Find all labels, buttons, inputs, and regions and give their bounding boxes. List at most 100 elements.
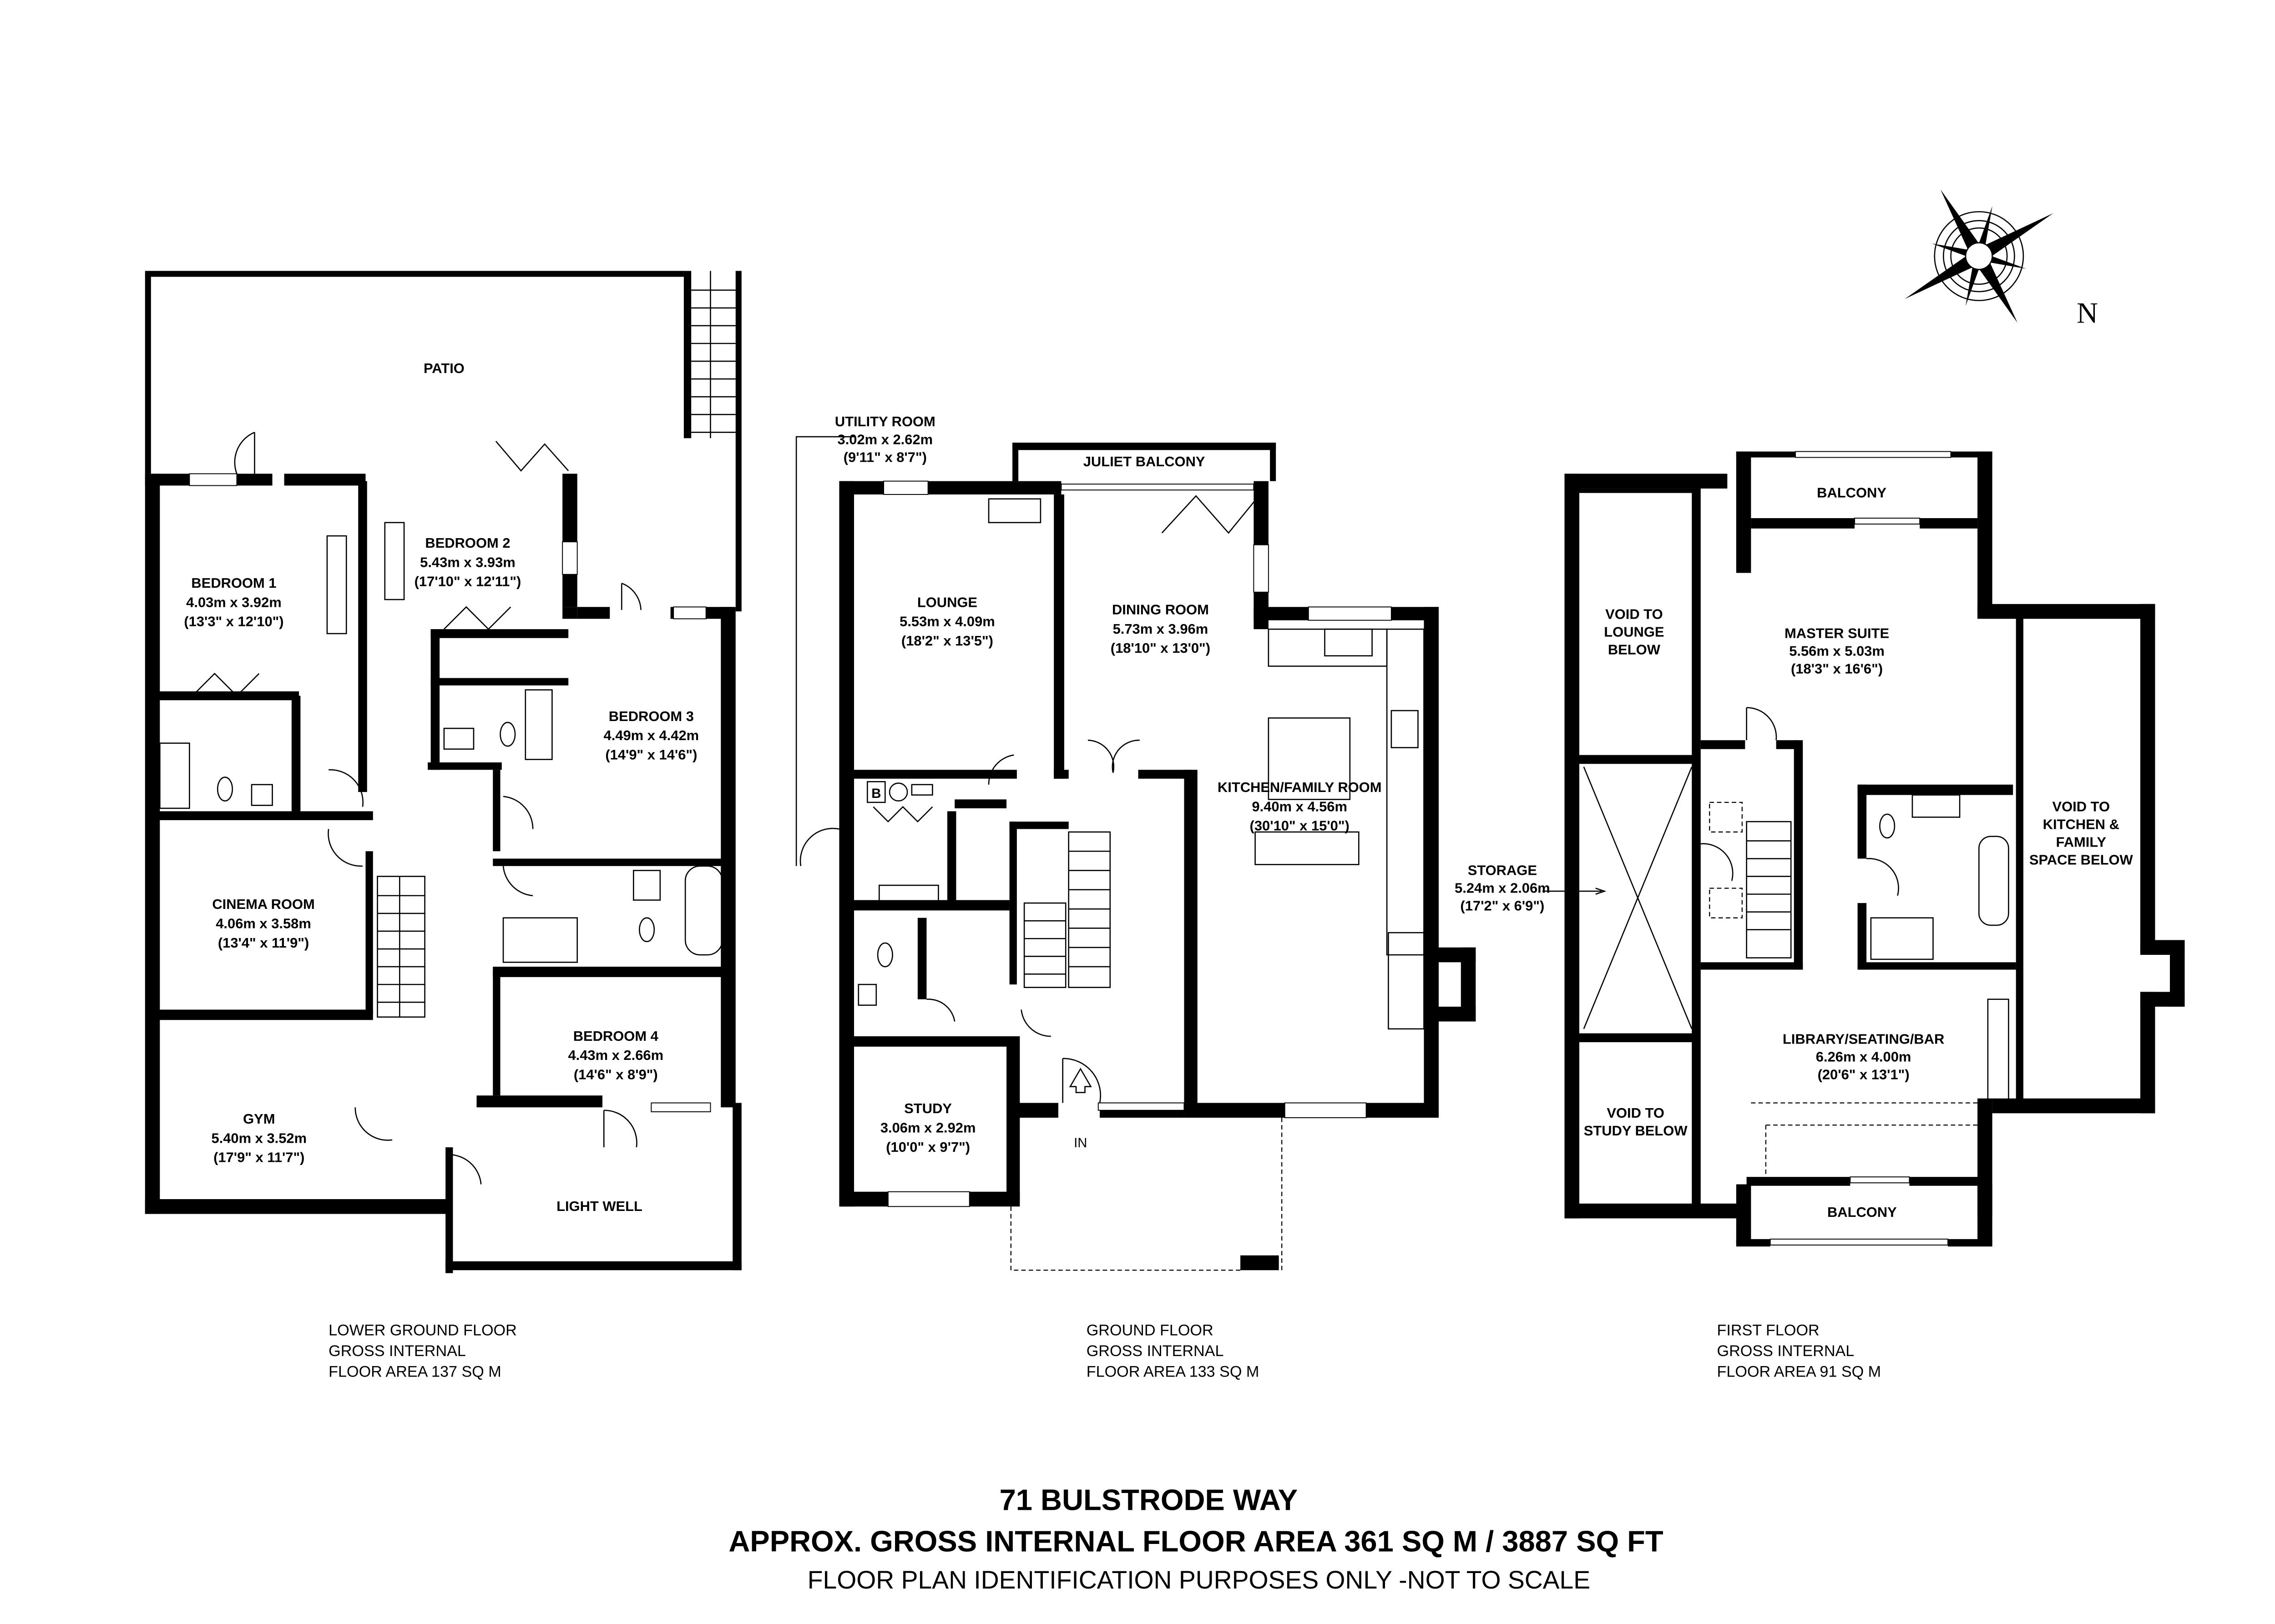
- window-icon: [651, 1102, 711, 1112]
- boiler-label: B: [871, 786, 881, 801]
- entrance-label: IN: [1074, 1135, 1087, 1150]
- total-area: APPROX. GROSS INTERNAL FLOOR AREA 361 SQ…: [728, 1525, 1663, 1558]
- property-title: 71 BULSTRODE WAY: [1000, 1483, 1298, 1516]
- bath-icon: [1978, 836, 2009, 926]
- window-icon: [673, 606, 707, 620]
- ground-floor-plan: IN B UTILITY R: [795, 414, 1607, 1381]
- window-icon: [1795, 451, 1951, 458]
- svg-text:BEDROOM 2: BEDROOM 2: [425, 535, 510, 551]
- room-label-kitchen: KITCHEN/FAMILY ROOM 9.40m x 4.56m (30'10…: [1218, 779, 1382, 834]
- hall-door-icon: [329, 769, 364, 807]
- svg-text:GROSS INTERNAL: GROSS INTERNAL: [329, 1342, 466, 1360]
- svg-text:(20'6" x 13'1"): (20'6" x 13'1"): [1818, 1066, 1910, 1082]
- kitchen-island-icon: [1268, 717, 1351, 800]
- room-label-library: LIBRARY/SEATING/BAR 6.26m x 4.00m (20'6"…: [1783, 1031, 1944, 1082]
- svg-text:DINING ROOM: DINING ROOM: [1112, 602, 1209, 618]
- entrance-arrow-icon: [1069, 1068, 1092, 1093]
- sink-icon: [251, 784, 273, 806]
- svg-text:9.40m x 4.56m: 9.40m x 4.56m: [1252, 798, 1347, 814]
- svg-text:GROSS INTERNAL: GROSS INTERNAL: [1717, 1342, 1855, 1360]
- svg-text:4.49m x 4.42m: 4.49m x 4.42m: [604, 727, 699, 743]
- porch-pillar: [1240, 1255, 1279, 1271]
- svg-text:FAMILY: FAMILY: [2056, 834, 2107, 850]
- svg-text:GROUND FLOOR: GROUND FLOOR: [1087, 1321, 1213, 1339]
- compass-rose-icon: [1904, 189, 2053, 323]
- svg-text:4.43m x 2.66m: 4.43m x 2.66m: [568, 1047, 663, 1063]
- library-dashed-outline: [1751, 1102, 1992, 1177]
- bedroom4-door-icon: [603, 1110, 637, 1148]
- ensuite-door-icon: [1866, 857, 1899, 896]
- svg-text:(13'3" x 12'10"): (13'3" x 12'10"): [184, 614, 283, 630]
- sliding-door-icon: [1854, 518, 1921, 525]
- svg-text:FIRST FLOOR: FIRST FLOOR: [1717, 1321, 1820, 1339]
- svg-text:LIBRARY/SEATING/BAR: LIBRARY/SEATING/BAR: [1783, 1031, 1944, 1047]
- room-label-balcony-top: BALCONY: [1817, 484, 1886, 500]
- lower-ground-staircase: [377, 876, 425, 1018]
- landing-door-icon: [1700, 843, 1734, 881]
- bedroom3-door-icon: [621, 582, 642, 610]
- dining-double-door-icon: [1087, 739, 1140, 773]
- void-stair-cross-icon: [1583, 767, 1693, 1029]
- boiler-icon: [866, 781, 886, 803]
- bed-icon: [384, 522, 405, 600]
- svg-text:STUDY: STUDY: [904, 1100, 952, 1116]
- ground-staircase: [1023, 831, 1111, 988]
- master-door-icon: [1746, 707, 1777, 741]
- wardrobe-door-icon: [192, 672, 260, 697]
- svg-text:LOWER GROUND FLOOR: LOWER GROUND FLOOR: [329, 1321, 517, 1339]
- svg-text:MASTER SUITE: MASTER SUITE: [1785, 625, 1889, 641]
- room-label-balcony-bottom: BALCONY: [1827, 1204, 1897, 1220]
- room-label-master-suite: MASTER SUITE 5.56m x 5.03m (18'3" x 16'6…: [1785, 625, 1889, 677]
- svg-text:STORAGE: STORAGE: [1468, 862, 1537, 878]
- bathroom-door-icon: [502, 866, 533, 897]
- double-sink-icon: [1911, 794, 1961, 818]
- room-label-dining: DINING ROOM 5.73m x 3.96m (18'10" x 13'0…: [1111, 602, 1210, 656]
- west-wall: [145, 474, 160, 1214]
- room-label-void-lounge: VOID TO LOUNGE BELOW: [1604, 606, 1664, 657]
- toilet-icon: [639, 917, 655, 943]
- svg-text:BEDROOM 4: BEDROOM 4: [573, 1028, 659, 1044]
- lightwell-door-icon: [451, 1154, 482, 1185]
- sofa-icon: [1254, 831, 1360, 865]
- svg-text:3.06m x 2.92m: 3.06m x 2.92m: [880, 1120, 976, 1136]
- room-label-study: STUDY 3.06m x 2.92m (10'0" x 9'7"): [880, 1100, 976, 1155]
- first-floor-staircase: [1709, 802, 1792, 958]
- svg-text:LOUNGE: LOUNGE: [1604, 624, 1664, 640]
- window-icon: [562, 541, 578, 575]
- svg-text:5.53m x 4.09m: 5.53m x 4.09m: [900, 614, 995, 630]
- wardrobe2-door-icon: [443, 606, 511, 630]
- sink-icon: [633, 870, 661, 901]
- svg-text:VOID TO: VOID TO: [2053, 798, 2110, 814]
- svg-text:BEDROOM 1: BEDROOM 1: [191, 575, 276, 591]
- room-label-lounge: LOUNGE 5.53m x 4.09m (18'2" x 13'5"): [900, 594, 995, 649]
- window-icon: [1097, 1102, 1185, 1111]
- svg-text:4.03m x 3.92m: 4.03m x 3.92m: [186, 594, 282, 610]
- utility-leader-line: [795, 436, 854, 866]
- shower-tray-icon: [1870, 917, 1934, 960]
- window-icon: [1769, 1238, 1949, 1246]
- hall-door-icon: [988, 754, 1014, 785]
- toilet-icon: [1879, 813, 1896, 839]
- washing-machine-icon: [889, 782, 908, 802]
- room-label-void-study: VOID TO STUDY BELOW: [1584, 1105, 1688, 1139]
- bedroom1-door-icon: [234, 432, 255, 474]
- ground-east-wall: [1424, 607, 1439, 1118]
- window-icon: [1253, 544, 1269, 593]
- window-icon: [887, 1191, 970, 1207]
- window-icon: [189, 473, 238, 486]
- svg-text:KITCHEN &: KITCHEN &: [2043, 816, 2119, 832]
- svg-text:(30'10" x 15'0"): (30'10" x 15'0"): [1250, 818, 1350, 834]
- svg-text:5.43m x 3.93m: 5.43m x 3.93m: [420, 554, 516, 570]
- utility-sink-icon: [879, 884, 939, 904]
- floor-caption-first: FIRST FLOOR GROSS INTERNAL FLOOR AREA 91…: [1717, 1321, 1881, 1380]
- fireplace-icon: [1388, 932, 1425, 1030]
- room-label-lightwell: LIGHT WELL: [556, 1198, 642, 1214]
- svg-text:5.56m x 5.03m: 5.56m x 5.03m: [1789, 643, 1885, 659]
- shower-tray-icon: [502, 917, 578, 963]
- bed-icon: [326, 535, 347, 635]
- room-label-cinema: CINEMA ROOM 4.06m x 3.58m (13'4" x 11'9"…: [212, 896, 314, 951]
- lower-ground-floor-plan: PATIO BEDROOM 1 4.03m x 3.92m (13'3" x 1…: [145, 271, 742, 1381]
- svg-text:SPACE BELOW: SPACE BELOW: [2029, 852, 2133, 868]
- room-label-utility: UTILITY ROOM 3.02m x 2.62m (9'11" x 8'7"…: [835, 414, 935, 465]
- svg-text:6.26m x 4.00m: 6.26m x 4.00m: [1816, 1049, 1911, 1064]
